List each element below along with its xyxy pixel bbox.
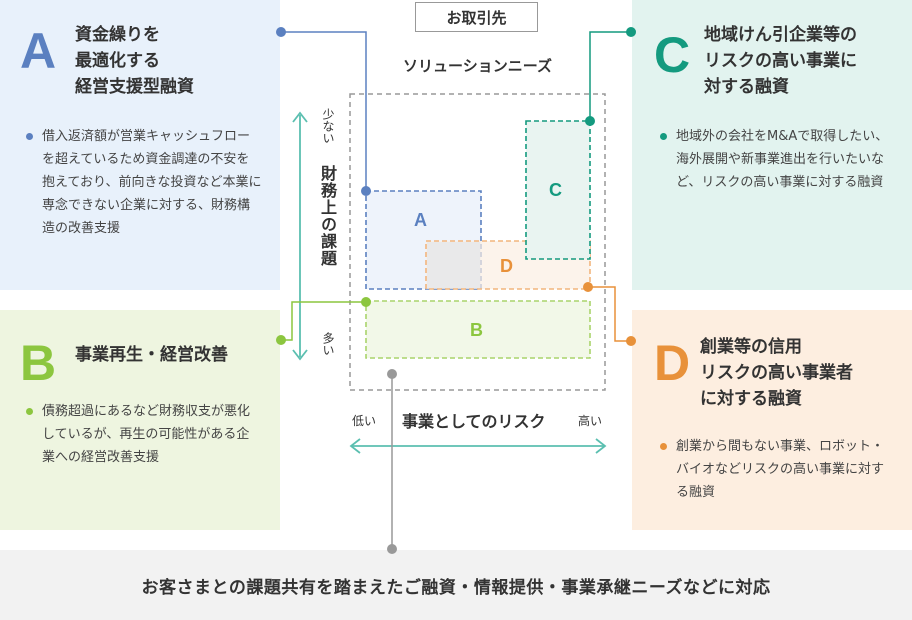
region-a-label: A	[414, 210, 427, 230]
footer-bar: お客さまとの課題共有を踏まえたご融資・情報提供・事業承継ニーズなどに対応	[0, 550, 912, 620]
connector-dot	[361, 297, 371, 307]
y-axis-arrow	[292, 111, 308, 361]
client-label: お取引先	[415, 2, 538, 32]
panel-c-letter: C	[654, 27, 691, 83]
connector-dot	[585, 116, 595, 126]
panel-b-title-line: 事業再生・経営改善	[75, 345, 228, 365]
x-axis-low-label: 低い	[352, 414, 377, 428]
panel-d-title-line: に対する融資	[700, 389, 802, 409]
connector-b	[281, 301, 366, 341]
panel-c-title: 地域けん引企業等の リスクの高い事業に 対する融資	[704, 22, 857, 100]
region-a	[365, 190, 482, 290]
y-axis-title: 財務上の課題	[318, 165, 337, 267]
panel-b: B 事業再生・経営改善 債務超過にあるなど財務収支が悪化しているが、再生の可能性…	[0, 310, 280, 530]
panel-b-title: 事業再生・経営改善	[75, 342, 228, 368]
x-axis-arrow	[349, 438, 607, 454]
x-axis-high-label: 高い	[578, 414, 603, 428]
footer-text: お客さまとの課題共有を踏まえたご融資・情報提供・事業承継ニーズなどに対応	[141, 577, 771, 598]
panel-d: D 創業等の信用 リスクの高い事業者 に対する融資 創業から間もない事業、ロボッ…	[632, 310, 912, 530]
panel-a-title: 資金繰りを 最適化する 経営支援型融資	[75, 22, 194, 100]
bullet-icon	[26, 408, 33, 415]
connector-dot	[276, 27, 286, 37]
bullet-icon	[660, 133, 667, 140]
needs-frame	[349, 93, 606, 391]
region-b	[365, 300, 591, 359]
region-b-label: B	[470, 320, 483, 340]
panel-a-title-line: 資金繰りを	[75, 25, 160, 45]
panel-a-title-line: 経営支援型融資	[75, 77, 194, 97]
panel-c-title-line: 対する融資	[704, 77, 789, 97]
region-d-label: D	[500, 256, 513, 276]
connector-dot	[387, 369, 397, 379]
y-axis-low-label: 少ない	[321, 108, 335, 144]
panel-c: C 地域けん引企業等の リスクの高い事業に 対する融資 地域外の会社をM&Aで取…	[632, 0, 912, 290]
needs-label: ソリューションニーズ	[403, 57, 552, 75]
y-axis-high-label: 多い	[321, 332, 335, 356]
connector-dot	[626, 27, 636, 37]
panel-c-description: 地域外の会社をM&Aで取得したい、海外展開や新事業進出を行いたいなど、リスクの高…	[676, 129, 889, 190]
panel-c-title-line: 地域けん引企業等の	[704, 25, 857, 45]
bullet-icon	[26, 133, 33, 140]
panel-b-letter: B	[20, 335, 57, 391]
panel-d-title-line: リスクの高い事業者	[700, 363, 853, 383]
panel-d-description: 創業から間もない事業、ロボット・バイオなどリスクの高い事業に対する融資	[676, 439, 885, 500]
connector-a	[281, 31, 367, 191]
connector-dot	[387, 544, 397, 554]
connector-dot	[276, 335, 286, 345]
panel-c-title-line: リスクの高い事業に	[704, 51, 857, 71]
panel-a-title-line: 最適化する	[75, 51, 160, 71]
bullet-icon	[660, 443, 667, 450]
connector-dot	[361, 186, 371, 196]
region-a-d-overlap	[427, 242, 480, 288]
x-axis-title: 事業としてのリスク	[402, 412, 546, 431]
panel-a-description: 借入返済額が営業キャッシュフローを超えているため資金調達の不安を抱えており、前向…	[42, 129, 262, 236]
panel-d-title: 創業等の信用 リスクの高い事業者 に対する融資	[700, 334, 853, 412]
connector-dot	[583, 282, 593, 292]
connector-dot	[626, 336, 636, 346]
connector-c	[589, 31, 631, 121]
region-c	[525, 120, 591, 260]
panel-d-title-line: 創業等の信用	[700, 337, 802, 357]
panel-a-letter: A	[20, 23, 57, 79]
panel-b-description: 債務超過にあるなど財務収支が悪化しているが、再生の可能性がある企業への経営改善支…	[42, 404, 251, 465]
region-c-label: C	[549, 180, 562, 200]
connector-d	[588, 286, 631, 342]
panel-a: A 資金繰りを 最適化する 経営支援型融資 借入返済額が営業キャッシュフローを超…	[0, 0, 280, 290]
panel-d-letter: D	[654, 335, 691, 391]
